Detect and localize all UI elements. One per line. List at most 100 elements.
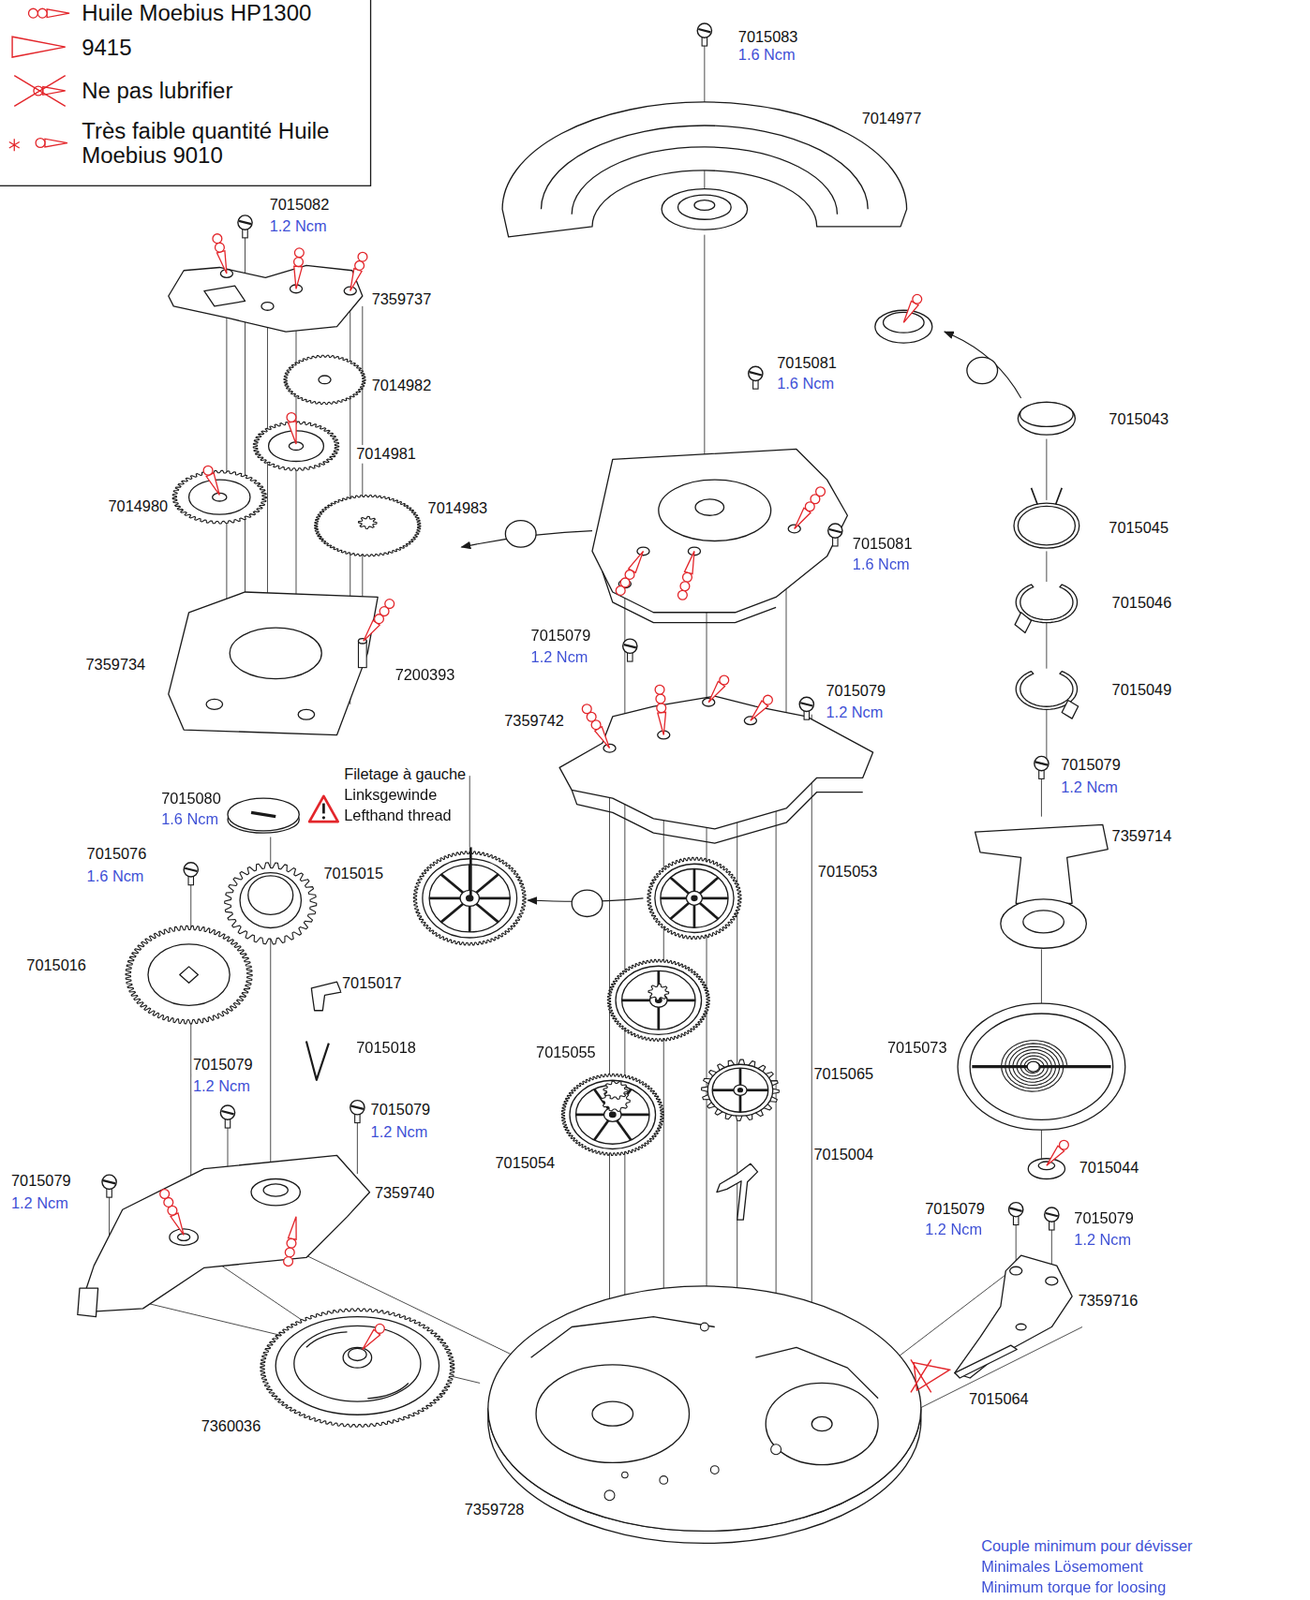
part-number: 7015079 [192, 1056, 254, 1075]
spring-pin [954, 1345, 1017, 1379]
part-number: 7359742 [503, 711, 566, 730]
leader-line [357, 1117, 358, 1175]
oil-mark [680, 581, 690, 592]
pinion [648, 983, 670, 1000]
part-ellipse [1020, 401, 1074, 427]
part-number: 7200393 [394, 665, 457, 685]
oil-mark [37, 8, 47, 18]
plate-hole [622, 1472, 629, 1479]
part-ellipse [661, 189, 748, 231]
oil-mark [288, 1217, 298, 1240]
ratchet-wheel [125, 925, 253, 1025]
part-number: 7014982 [371, 376, 433, 396]
legend-frame [0, 0, 372, 186]
barrel [260, 1309, 455, 1428]
legend-sample [9, 138, 20, 151]
legend-text: Très faible quantité Huile Moebius 9010 [81, 119, 337, 169]
part-ellipse [678, 194, 732, 220]
part-ellipse [248, 876, 294, 915]
part-ellipse [969, 1013, 1114, 1120]
wheel-spoke [666, 998, 696, 1002]
part-line [469, 847, 473, 896]
pin [357, 640, 367, 668]
wheel-spoke [441, 903, 464, 923]
legend-text: Ne pas lubrifier [81, 78, 337, 104]
part-number: 7015079 [10, 1172, 73, 1191]
part-ellipse [765, 1383, 879, 1465]
rotor [502, 102, 907, 238]
leader-line [1041, 775, 1043, 818]
leader-line [1041, 1128, 1043, 1160]
wheel-spoke [594, 1120, 610, 1142]
part-number: 7015004 [812, 1146, 875, 1165]
part-number: 7015054 [493, 1153, 556, 1173]
flip-arrow [944, 331, 1022, 399]
torque-value: 1.6 Ncm [86, 867, 146, 887]
wheel-spoke [745, 1088, 769, 1092]
screw-head [1044, 1207, 1059, 1222]
oil-mark [203, 465, 213, 476]
legend-box [0, 0, 372, 186]
leader-line [469, 775, 471, 848]
torque-value: 1.2 Ncm [923, 1220, 983, 1240]
part-ellipse [811, 1416, 833, 1431]
part-number: 7015076 [86, 845, 149, 864]
part-outline [571, 789, 864, 844]
leader-line [1051, 1225, 1053, 1267]
leader-line [1045, 623, 1047, 670]
part-line [251, 812, 276, 817]
part-ellipse [261, 302, 274, 312]
screw-head [623, 639, 638, 654]
part-number: 7015018 [355, 1039, 417, 1058]
part-ellipse [691, 895, 698, 901]
part-outline [602, 571, 776, 623]
part-ellipse [610, 1112, 617, 1117]
part-number: 7015081 [775, 354, 838, 373]
part-ellipse [169, 1229, 199, 1246]
part-ellipse [263, 1184, 288, 1197]
wheel-spoke [441, 874, 464, 894]
oil-mark [44, 138, 68, 148]
torque-value: 1.2 Ncm [268, 217, 328, 237]
wheel-spoke [739, 1068, 743, 1087]
oil-mark [215, 242, 225, 253]
part-number: 7359714 [1111, 827, 1174, 847]
wheel-spoke [622, 998, 652, 1002]
part-outline [204, 285, 246, 307]
part-ellipse [535, 1365, 689, 1464]
part-ellipse [294, 1325, 421, 1402]
part-ellipse [957, 1003, 1126, 1131]
legend-sample [14, 75, 65, 107]
part-number: 7015015 [322, 864, 385, 884]
part-number: 7359716 [1077, 1291, 1140, 1310]
cock-plate [954, 1255, 1072, 1379]
wheel [607, 959, 710, 1042]
part-ellipse [148, 944, 230, 1006]
note-text: Minimum torque for loosing [980, 1578, 1167, 1598]
leader-line [706, 755, 708, 1327]
torque-value: 1.6 Ncm [737, 45, 797, 65]
wheel [253, 421, 340, 471]
oil-mark [46, 9, 70, 18]
part-number: 7014980 [106, 497, 169, 517]
plate-hole [659, 1476, 669, 1486]
note-text: Filetage à gauche [342, 765, 467, 785]
screw-head [799, 697, 814, 712]
part-ellipse [967, 357, 998, 384]
part-ellipse [348, 1348, 368, 1361]
part-ellipse [695, 499, 725, 516]
part-ellipse [1010, 1266, 1023, 1276]
part-ellipse [571, 890, 603, 917]
plate-hole [710, 1466, 719, 1475]
oil-mark [286, 1238, 297, 1249]
note-text: Linksgewinde [342, 786, 438, 805]
wheel-bridge-plate [168, 592, 378, 736]
note-text: Lefthand thread [342, 806, 453, 826]
oil-mark [294, 266, 303, 289]
wheel-spoke [693, 904, 697, 928]
screw-head [350, 1101, 365, 1116]
parts [77, 23, 1126, 1544]
barrel-bridge [83, 1155, 370, 1312]
part-ellipse [227, 798, 299, 832]
oil-mark [350, 268, 362, 292]
